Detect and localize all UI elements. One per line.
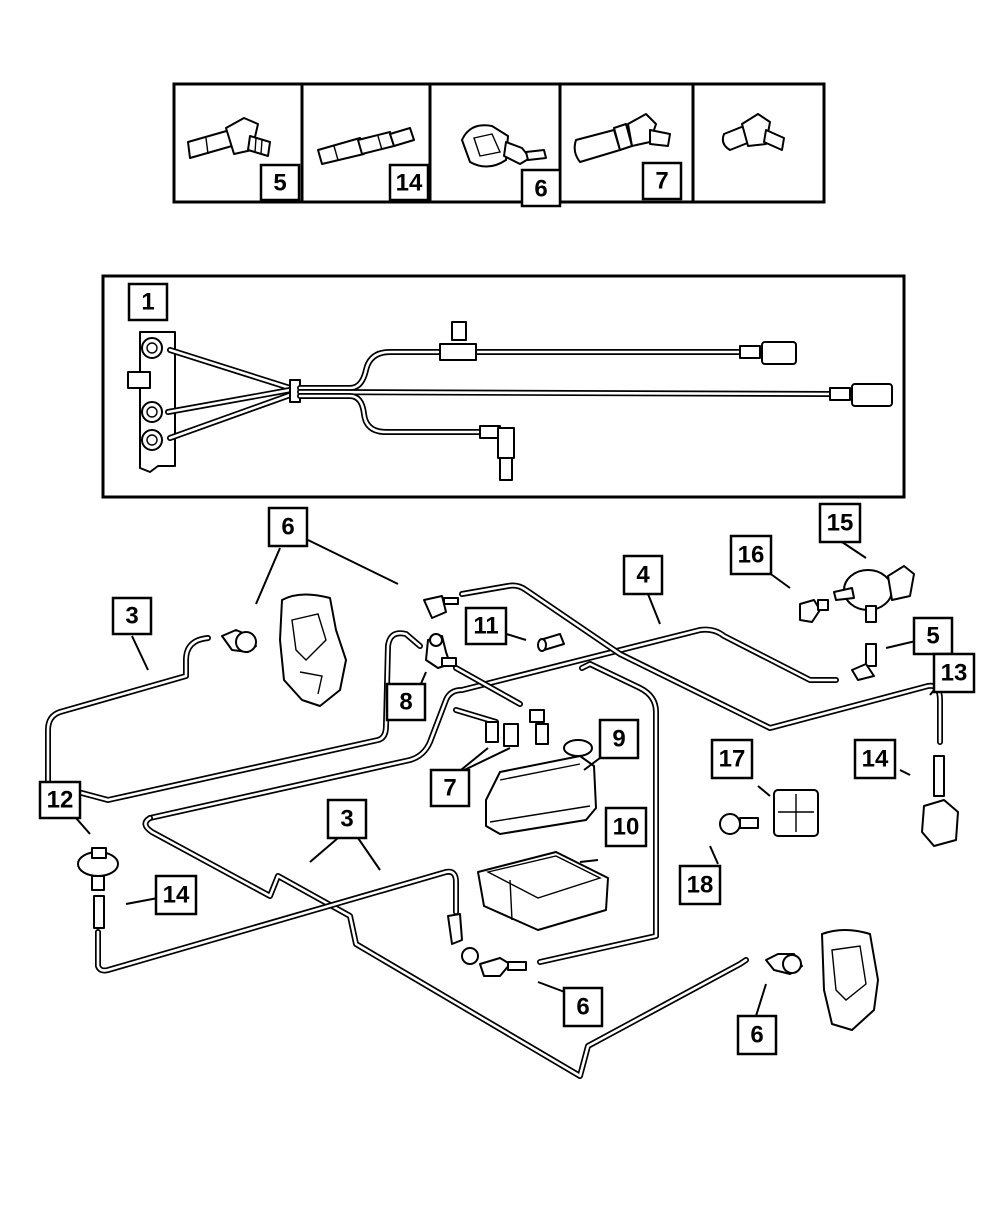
connector-14-right-icon [921,755,959,847]
vacuum-actuator-icon [77,847,119,891]
plug-icon [537,633,565,652]
callout-7: 7 [429,768,471,808]
vacuum-line-3-left [45,630,423,803]
elbow-connector-sleeve-icon [573,113,671,163]
check-valve-icon [221,629,257,653]
callout-label: 5 [273,170,286,197]
callout-15: 15 [818,502,862,544]
straight-connector-icon [317,127,415,165]
callout-label: 1 [141,289,154,316]
engine-block-icon [821,929,879,1031]
callout-7-inset: 7 [641,161,683,201]
callout-14-inset: 14 [388,163,430,202]
callout-4: 4 [622,554,664,596]
harness-end-connector [739,341,797,365]
callout-5: 5 [912,616,954,656]
screw-icon [719,813,759,835]
callout-14-right: 14 [853,738,897,780]
callout-3-middle: 3 [326,798,368,840]
callout-14-left: 14 [154,874,198,916]
harness-elbow-connector [479,425,515,481]
harness-mounting-plate [127,331,176,473]
tray-icon [477,851,609,931]
elbow-connector-small-icon [721,113,785,151]
callout-label: 3 [340,806,353,833]
callout-11: 11 [464,606,508,646]
callout-label: 14 [396,170,423,197]
cap-icon [799,599,829,623]
vacuum-valve-icon [425,633,457,669]
connector-14-left-icon [93,895,105,929]
callout-label: 10 [613,814,640,841]
callout-6-top: 6 [267,506,309,548]
callout-label: 15 [827,510,854,537]
callout-label: 6 [750,1022,763,1049]
elbow-fitting-icon [423,595,459,619]
callout-label: 17 [719,746,746,773]
callout-5-inset: 5 [259,163,301,202]
check-valve-elbow-icon [461,124,547,168]
callout-3-left: 3 [111,596,153,636]
callout-9: 9 [598,718,640,760]
check-valve-elbow-icon [447,913,527,977]
harness-end-connector [829,383,893,407]
connector-inset-row: 5 14 6 7 [172,82,826,208]
callout-label: 13 [941,660,968,687]
callout-16: 16 [729,534,773,576]
connectors-7-icon [485,709,549,747]
callout-6-right: 6 [736,1014,778,1056]
callout-8: 8 [385,682,427,722]
callout-label: 8 [399,689,412,716]
control-module-icon [485,739,597,835]
callout-label: 9 [612,726,625,753]
callout-label: 6 [281,514,294,541]
check-valve-icon [765,953,803,975]
callout-10: 10 [604,806,648,848]
callout-6-inset: 6 [520,168,562,208]
callout-label: 4 [636,562,650,589]
harness-panel: 1 [101,274,906,499]
callout-label: 5 [926,623,939,650]
callout-1: 1 [127,282,169,322]
callout-label: 14 [163,882,190,909]
elbow-connector-icon [851,643,877,681]
callout-label: 18 [687,872,714,899]
vacuum-reservoir-pump-icon [833,565,915,623]
callout-17: 17 [710,738,754,780]
bracket-grommet-icon [773,789,819,837]
callout-13: 13 [932,652,976,694]
harness-hoses [165,347,833,441]
engine-block-icon [279,593,347,707]
harness-t-fitting [439,321,477,361]
callout-label: 3 [125,603,138,630]
elbow-connector-icon [187,117,271,159]
callout-label: 12 [47,787,74,814]
callout-label: 6 [534,176,547,203]
callout-label: 11 [473,613,498,640]
callout-label: 7 [655,168,668,195]
leader-lines [75,539,935,1017]
callout-label: 14 [862,746,889,773]
callout-18: 18 [678,864,722,906]
callout-12: 12 [38,780,82,820]
callout-label: 6 [576,994,589,1021]
callout-label: 7 [443,775,456,802]
callout-6-middle: 6 [562,986,604,1028]
callouts: 6 3 8 11 4 16 15 5 13 7 9 12 17 14 10 [38,502,976,1056]
callout-label: 16 [738,542,765,569]
